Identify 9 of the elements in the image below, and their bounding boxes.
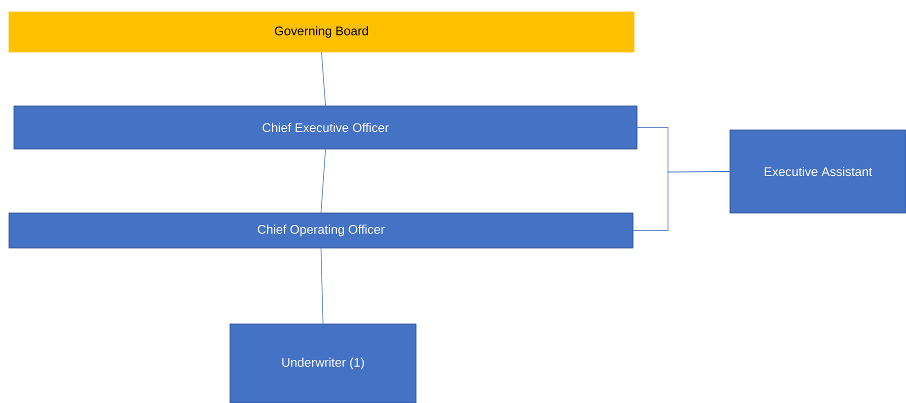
officer-box: Chief Operating Officer	[8, 212, 634, 248]
connector-line	[320, 149, 326, 213]
board-box: Governing Board	[8, 12, 634, 52]
assistant-box: Executive Assistant	[730, 130, 906, 214]
officer-box: Chief Executive Officer	[14, 106, 638, 150]
connector-line	[320, 248, 324, 324]
role-box: Underwriter (1)	[230, 324, 416, 403]
connector-line	[321, 52, 326, 106]
connector-line	[633, 171, 730, 231]
